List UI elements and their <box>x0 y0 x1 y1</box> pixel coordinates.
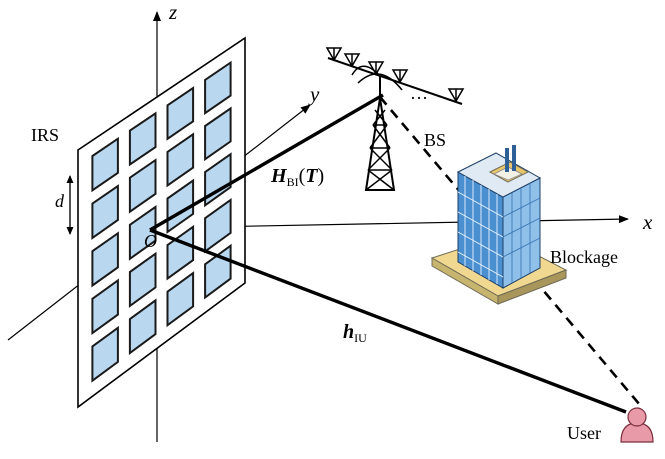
irs-label: IRS <box>31 125 60 145</box>
user-avatar-icon <box>620 407 654 443</box>
bs-irs-channel-label: HBI(T) <box>271 165 325 189</box>
user-label: User <box>567 423 601 443</box>
bs-tower-icon <box>327 57 463 191</box>
irs-reflecting-element <box>128 298 157 355</box>
irs-reflecting-element <box>128 158 157 214</box>
antenna-element-icon <box>447 88 465 103</box>
irs-reflecting-element <box>166 132 195 188</box>
irs-reflecting-element <box>166 224 195 281</box>
irs-user-channel <box>149 228 627 414</box>
irs-reflecting-element <box>91 184 119 240</box>
irs-elements <box>91 60 232 383</box>
y-axis-label: y <box>310 82 320 106</box>
antenna-element-icon <box>325 47 343 62</box>
irs-reflecting-element <box>166 271 195 328</box>
irs-reflecting-element <box>128 204 157 261</box>
irs-reflecting-element <box>91 136 119 193</box>
irs-reflecting-element <box>91 325 119 383</box>
irs-reflecting-element <box>128 111 157 167</box>
bs-label: BS <box>424 130 447 150</box>
irs-reflecting-element <box>204 197 232 254</box>
antenna-ellipsis: … <box>410 83 428 103</box>
irs-reflecting-element <box>91 278 119 336</box>
blockage-label: Blockage <box>550 247 618 267</box>
origin-label: O <box>144 231 157 251</box>
irs-reflecting-element <box>204 60 232 115</box>
irs-reflecting-element <box>204 106 232 162</box>
irs-reflecting-element <box>91 231 119 288</box>
z-axis-label: z <box>169 0 178 24</box>
spacing-label: d <box>55 191 64 211</box>
antenna-element-icon <box>343 53 361 68</box>
irs-user-channel-label: hIU <box>343 321 367 345</box>
bs-antenna-array <box>325 47 465 103</box>
blockage-building-icon <box>430 145 568 305</box>
irs-reflecting-element <box>166 86 195 141</box>
antenna-element-icon <box>391 69 409 84</box>
irs-reflecting-element <box>128 251 157 308</box>
x-axis-label: x <box>643 210 653 234</box>
bs-irs-channel <box>149 93 384 232</box>
antenna-element-icon <box>367 61 385 76</box>
